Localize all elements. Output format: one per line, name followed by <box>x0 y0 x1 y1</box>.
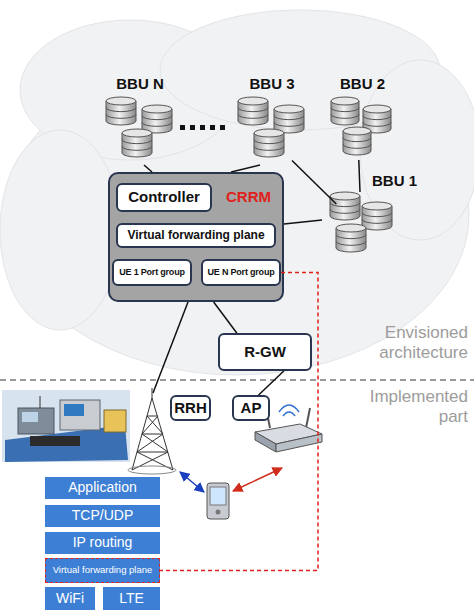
server-label: BBU 1 <box>322 172 417 189</box>
server-label: BBU N <box>100 75 180 92</box>
port-group-box: UE 1 Port group <box>112 259 192 286</box>
disk-cylinder <box>106 97 136 125</box>
box-label: RRH <box>174 400 207 417</box>
protocol-layer: TCP/UDP <box>45 505 160 527</box>
box-label: TCP/UDP <box>72 508 133 523</box>
disk-cylinder <box>274 105 304 133</box>
group-title: CRRM <box>226 188 271 205</box>
box-label: UE 1 Port group <box>119 268 185 278</box>
disk-cylinder <box>343 127 371 155</box>
disk-cylinder <box>142 105 172 133</box>
lab-photo <box>2 390 130 462</box>
disk-cylinder <box>336 224 366 252</box>
port-group-box: UE N Port group <box>201 259 281 286</box>
server-stack-icon <box>100 95 180 165</box>
network-link <box>231 165 260 172</box>
box-label: LTE <box>119 591 144 606</box>
protocol-layer: WiFi <box>45 587 95 610</box>
network-link <box>284 220 322 224</box>
region-label: Envisioned architecture <box>330 323 468 364</box>
box-label: AP <box>241 400 262 417</box>
ap-label-box: AP <box>232 395 270 421</box>
bbu-server-stack: BBU 1 <box>322 172 417 252</box>
cloud <box>0 10 474 375</box>
box-label: R-GW <box>244 344 286 361</box>
disk-cylinder <box>330 192 360 220</box>
network-link <box>259 371 284 395</box>
protocol-layer: Virtual forwarding plane <box>45 558 160 583</box>
fronthaul-wire <box>153 302 188 393</box>
box-label: Controller <box>128 189 200 206</box>
wifi-link-arrow <box>233 468 282 491</box>
disk-cylinder <box>254 129 284 157</box>
box-label: WiFi <box>56 591 84 606</box>
protocol-layer: LTE <box>103 587 160 610</box>
server-stack-icon <box>232 95 312 165</box>
bbu-server-stack: BBU 2 <box>325 75 400 160</box>
crrm-container: CRRM ControllerVirtual forwarding planeUE… <box>108 172 284 302</box>
box-label: UE N Port group <box>208 268 275 278</box>
box-label: Virtual forwarding plane <box>53 565 153 575</box>
server-label: BBU 2 <box>325 75 400 92</box>
ellipsis-dots <box>180 125 225 130</box>
gateway-box: R-GW <box>218 333 312 371</box>
disk-cylinder <box>238 97 268 125</box>
network-link <box>359 160 360 192</box>
network-link <box>292 161 336 205</box>
disk-cylinder <box>122 129 152 157</box>
bbu-server-stack: BBU 3 <box>232 75 312 165</box>
disk-cylinder <box>362 202 392 230</box>
box-label: Application <box>68 480 137 495</box>
forwarding-plane-box: Virtual forwarding plane <box>116 223 276 248</box>
region-label: Implemented part <box>340 387 468 428</box>
protocol-layer: IP routing <box>45 532 160 554</box>
lte-link-arrow <box>180 472 204 492</box>
phone-illustration <box>207 483 229 519</box>
dashed-link <box>160 273 318 571</box>
server-stack-icon <box>325 95 400 160</box>
boundary-line <box>0 379 474 381</box>
network-link <box>214 302 237 333</box>
box-label: IP routing <box>73 535 133 550</box>
tower-illustration <box>128 388 176 474</box>
rrh-label-box: RRH <box>170 395 211 421</box>
server-label: BBU 3 <box>232 75 312 92</box>
disk-cylinder <box>331 97 359 125</box>
box-label: Virtual forwarding plane <box>127 229 264 242</box>
network-link <box>144 165 152 172</box>
bbu-server-stack: BBU N <box>100 75 180 165</box>
controller-box: Controller <box>116 183 212 212</box>
protocol-layer: Application <box>45 477 160 499</box>
server-stack-icon <box>322 186 417 252</box>
